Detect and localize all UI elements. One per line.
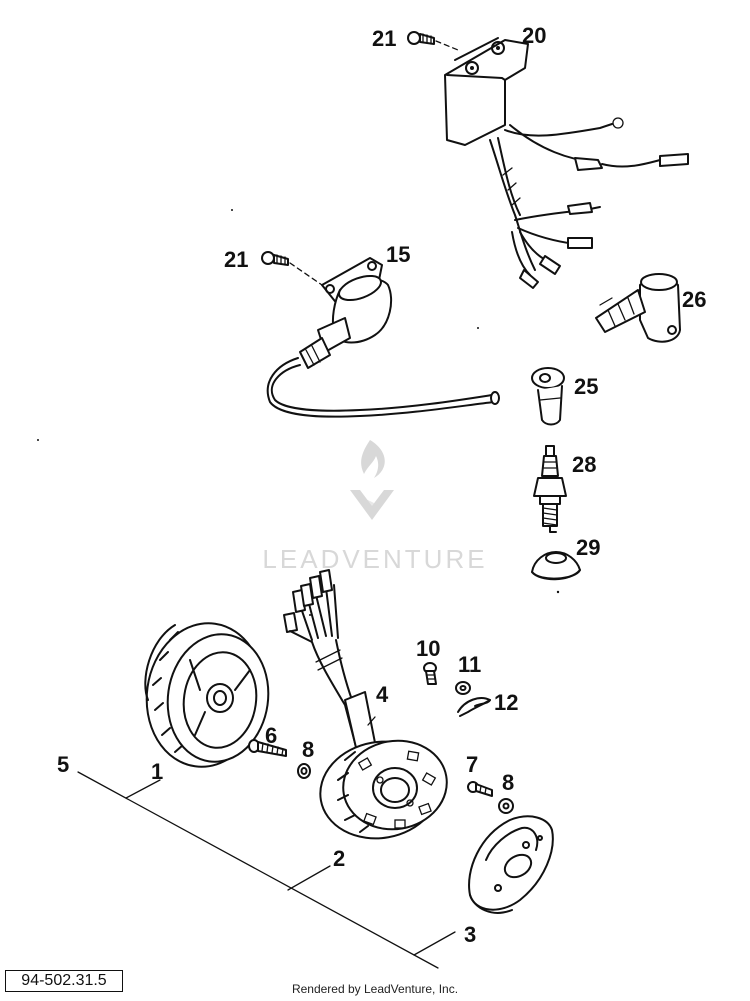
assembly-bracket-lines	[77, 771, 456, 969]
watermark-text: LEADVENTURE	[262, 544, 487, 574]
leader-lines	[367, 297, 613, 726]
callout-11: 11	[458, 652, 481, 677]
callout-28: 28	[572, 452, 596, 477]
callout-20: 20	[522, 23, 546, 48]
washer-part-8-left	[297, 763, 311, 779]
stator-part-4	[283, 569, 448, 840]
base-plate-part-3	[468, 815, 554, 914]
washer-part-11	[455, 681, 471, 695]
clip-part-12	[457, 697, 491, 717]
screw-part-21-middle	[261, 251, 323, 286]
leadventure-watermark: LEADVENTURE	[262, 440, 487, 574]
callout-1: 1	[151, 759, 163, 784]
callout-6: 6	[265, 723, 277, 748]
callout-3: 3	[464, 922, 476, 947]
rendered-by-credit: Rendered by LeadVenture, Inc.	[291, 982, 459, 996]
callout-26: 26	[682, 287, 706, 312]
callout-10: 10	[416, 636, 440, 661]
callout-labels: 20 21 21 15 26 25 28 29 10 11 12 4 6 8 5…	[57, 23, 706, 947]
callout-2: 2	[333, 846, 345, 871]
spark-plug-part-28	[533, 445, 567, 533]
callout-21-top: 21	[372, 26, 396, 51]
washer-part-8-right	[498, 798, 514, 814]
bolt-part-6	[248, 739, 287, 757]
callout-8-right: 8	[502, 770, 514, 795]
boot-part-29	[531, 551, 581, 594]
callout-15: 15	[386, 242, 410, 267]
callout-12: 12	[494, 690, 518, 715]
spark-plug-cap-part-26	[595, 273, 681, 343]
flywheel-part-1	[144, 622, 270, 768]
screw-part-21-top	[407, 31, 459, 51]
callout-25: 25	[574, 374, 598, 399]
callout-29: 29	[576, 535, 600, 560]
spark-plug-cap-part-25	[531, 367, 565, 426]
reference-number: 94-502.31.5	[5, 970, 123, 992]
callout-8-left: 8	[302, 737, 314, 762]
ignition-coil-part-15	[266, 257, 500, 418]
callout-5: 5	[57, 752, 69, 777]
callout-7: 7	[466, 752, 478, 777]
cdi-unit-part-20	[444, 37, 689, 289]
callout-21-middle: 21	[224, 247, 248, 272]
screw-part-10	[423, 662, 437, 685]
screw-part-7	[467, 781, 493, 797]
callout-4: 4	[376, 682, 389, 707]
